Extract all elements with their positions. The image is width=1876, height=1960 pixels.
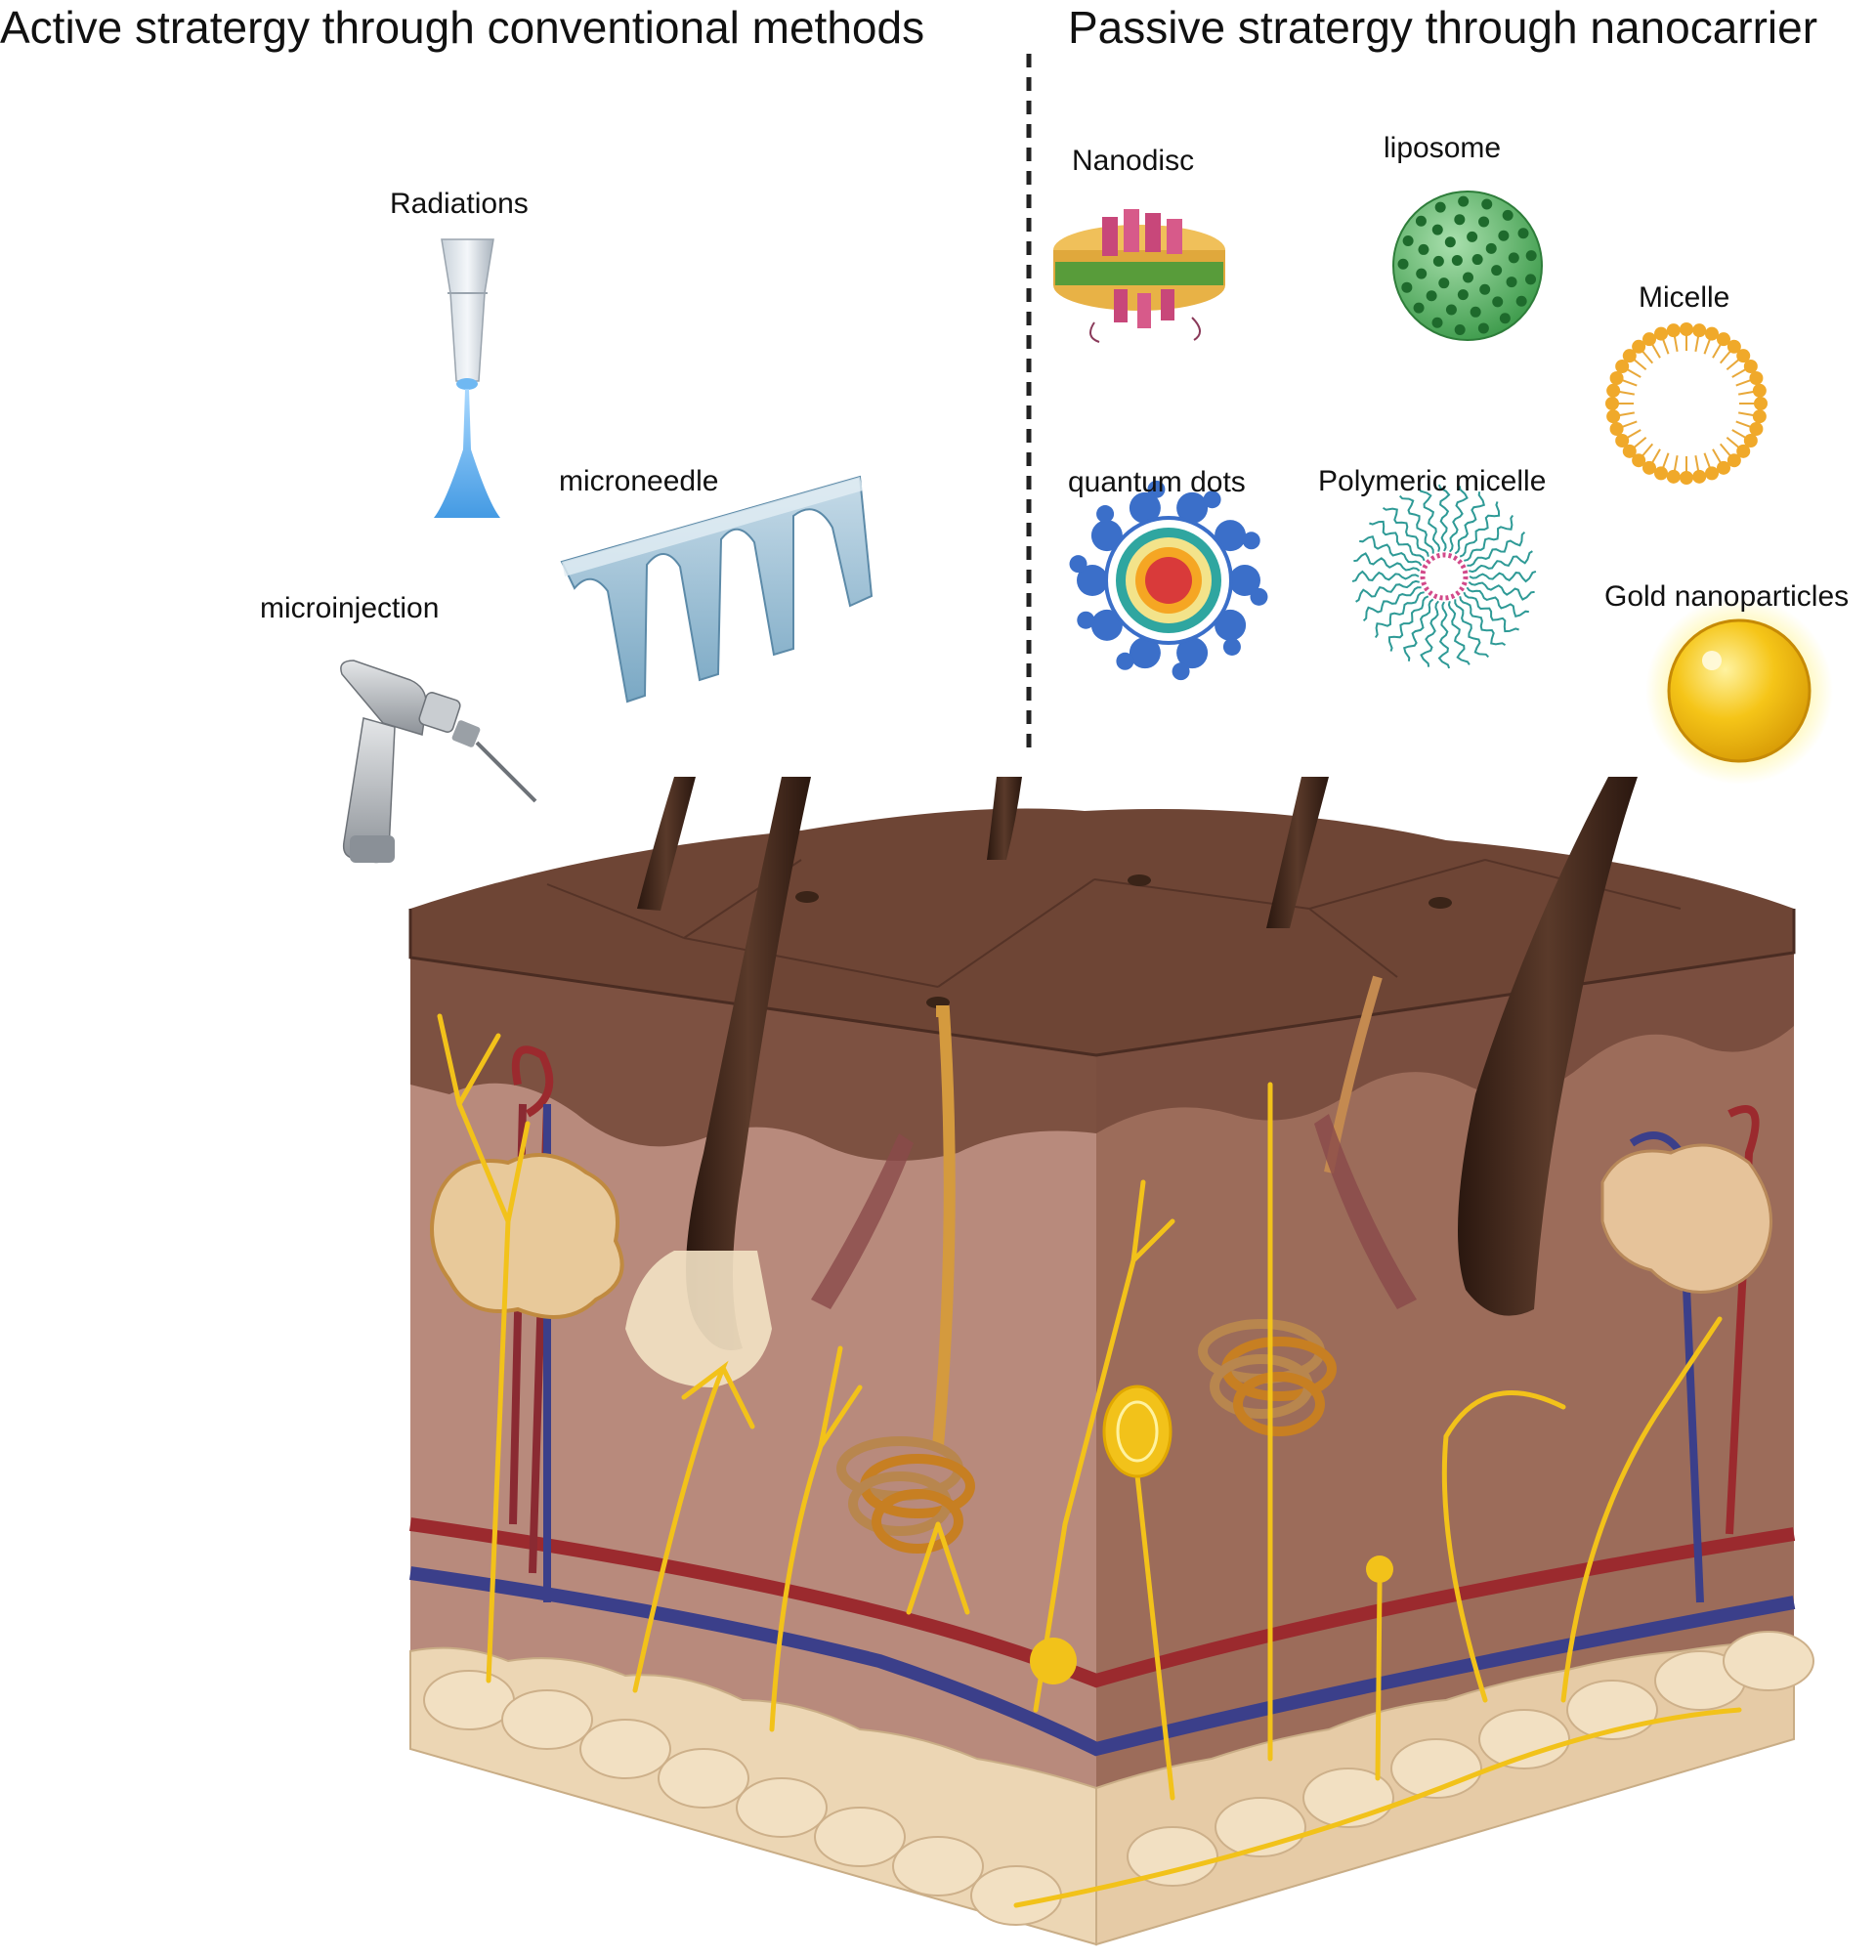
- hair-follicle-2: [1458, 777, 1638, 1316]
- label-polymeric-micelle: Polymeric micelle: [1318, 465, 1547, 497]
- sebaceous-gland-front: [430, 1153, 624, 1319]
- vein: [409, 1566, 1796, 1757]
- hair-follicle-1: [686, 777, 811, 1350]
- gold-nanoparticle-icon: [1645, 597, 1833, 785]
- micelle-icon: [1605, 322, 1768, 485]
- radiation-nozzle-icon: [434, 238, 500, 518]
- label-radiations: Radiations: [390, 188, 529, 220]
- label-microneedle: microneedle: [559, 465, 719, 497]
- label-micelle: Micelle: [1639, 281, 1730, 314]
- label-nanodisc: Nanodisc: [1072, 145, 1195, 177]
- arrector-pili-muscle: [811, 1133, 914, 1309]
- microneedle-icon: [560, 475, 874, 703]
- hair-shaft-1: [637, 777, 696, 911]
- heading-active-strategy: Active stratergy through conventional me…: [0, 2, 925, 53]
- polymeric-micelle-icon: [1351, 484, 1537, 669]
- label-liposome: liposome: [1384, 132, 1502, 164]
- liposome-icon: [1392, 191, 1543, 341]
- quantum-dot-icon: [1069, 480, 1268, 681]
- label-gold-nanoparticles: Gold nanoparticles: [1604, 580, 1850, 613]
- label-quantum-dots: quantum dots: [1068, 466, 1246, 498]
- microinjection-drill-icon: [340, 660, 537, 864]
- heading-passive-strategy: Passive stratergy through nanocarrier: [1068, 2, 1818, 53]
- artery: [409, 1517, 1796, 1688]
- skin-cross-section-illustration: [408, 777, 1814, 1946]
- sweat-duct-front: [932, 1005, 956, 1447]
- pacinian-corpuscle: [1102, 1385, 1172, 1478]
- label-microinjection: microinjection: [260, 592, 440, 624]
- nanodisc-icon: [1053, 209, 1225, 343]
- sebaceous-gland-side: [1600, 1143, 1772, 1294]
